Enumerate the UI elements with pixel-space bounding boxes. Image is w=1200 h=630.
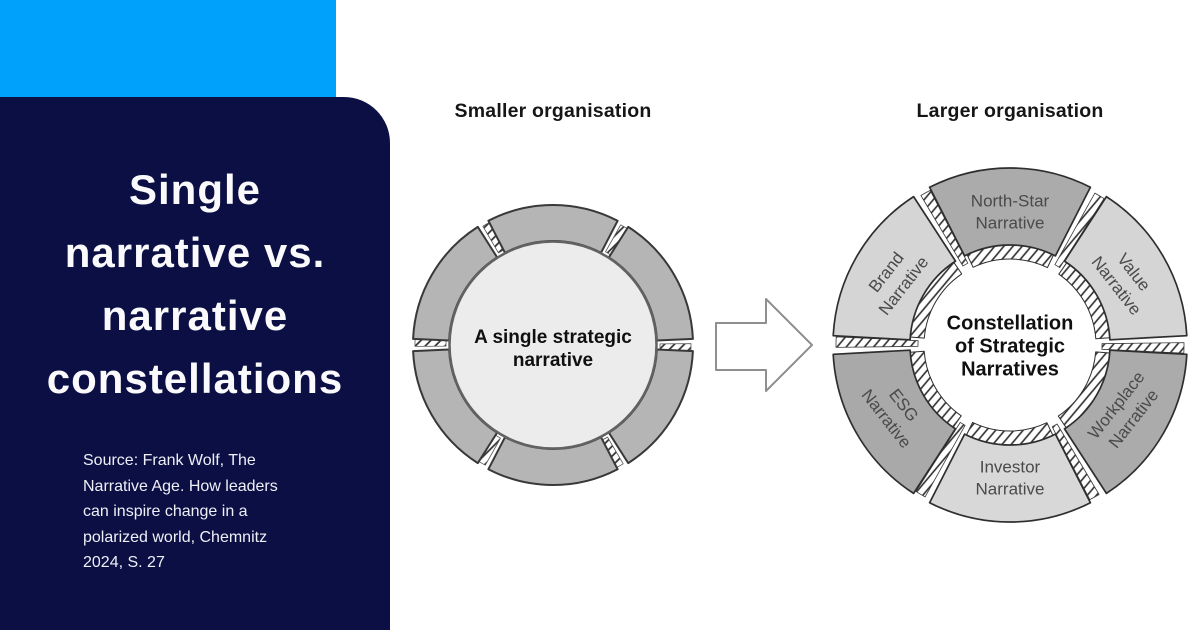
title-panel: Single narrative vs. narrative constella… (0, 97, 390, 630)
accent-rectangle (0, 0, 336, 97)
heading-larger-organisation: Larger organisation (916, 100, 1104, 122)
segment-brand (832, 195, 957, 341)
cut-hatch (1051, 423, 1100, 500)
segment-north-star (928, 167, 1092, 257)
arrow-right-shape (715, 298, 813, 392)
single-narrative-label: A single strategic narrative (474, 327, 632, 371)
single-narrative-diagram: A single strategic narrative (403, 195, 703, 495)
page-title-line: constellations (46, 355, 344, 402)
segment-workplace (1063, 349, 1188, 495)
page-title-line: narrative (101, 292, 289, 339)
page-title-line: Single (128, 166, 262, 213)
page-title: Single narrative vs. narrative constella… (0, 158, 390, 410)
source-citation: Source: Frank Wolf, The Narrative Age. H… (83, 452, 278, 571)
arrow-right-icon (715, 298, 813, 392)
heading-smaller-organisation: Smaller organisation (454, 100, 652, 122)
cut-hatch (1054, 192, 1105, 268)
segment-value (1063, 195, 1188, 341)
cut-hatch (1101, 342, 1185, 354)
cut-hatch (920, 190, 969, 267)
cut-hatch (915, 422, 966, 498)
constellation-ring (832, 167, 1188, 523)
constellation-center-label: Constellation of Strategic Narratives (946, 312, 1074, 381)
cut-hatch (835, 336, 919, 348)
page-title-line: narrative vs. (64, 229, 326, 276)
segment-investor (928, 433, 1092, 523)
single-narrative-center-circle (448, 240, 658, 450)
single-narrative-ring (412, 204, 694, 486)
segment-esg (832, 349, 957, 495)
